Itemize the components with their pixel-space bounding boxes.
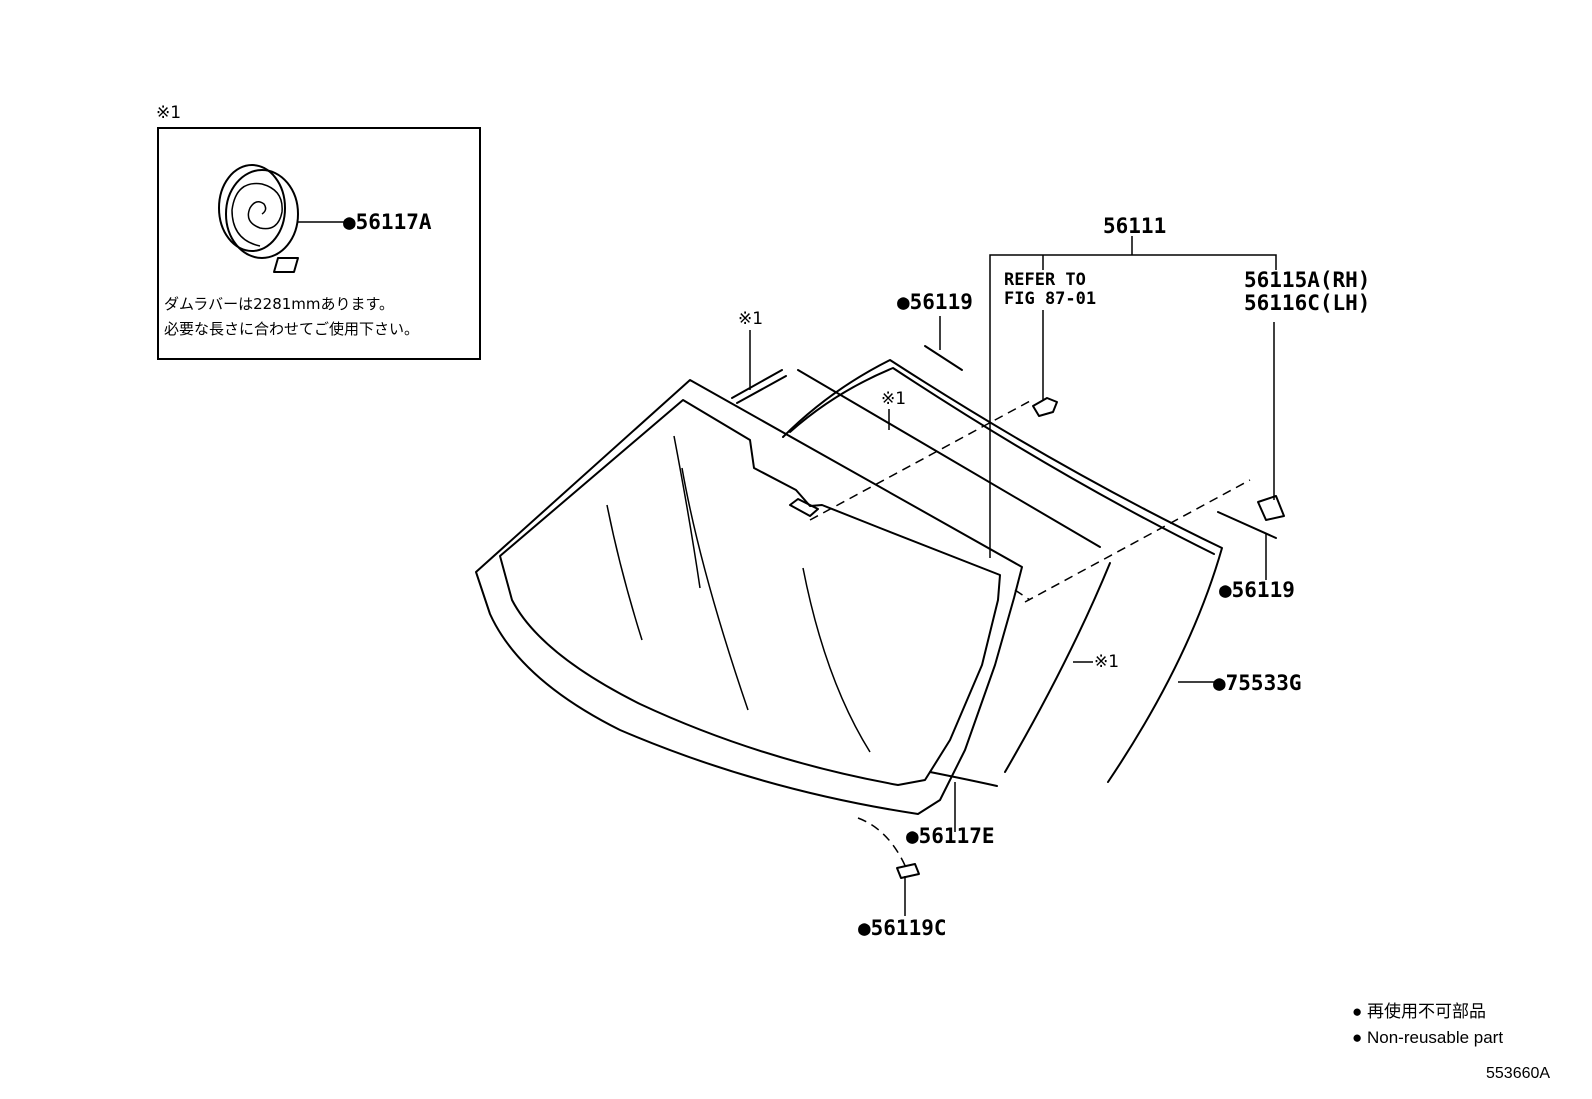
legend: ● 再使用不可部品 ● Non-reusable part	[1352, 1001, 1503, 1047]
bracket-bottom-icon	[896, 863, 920, 879]
inset-box: ※1 ●56117A ダムラバーは2281mmあります。 必要な長さに合わせてご…	[156, 103, 481, 360]
bracket-right-icon	[1257, 495, 1285, 521]
label-refer-to: REFER TO	[1004, 270, 1086, 290]
bracket-center-icon	[1032, 397, 1058, 417]
legend-jp: ● 再使用不可部品	[1352, 1001, 1486, 1021]
label-56115A: 56115A(RH)	[1244, 268, 1370, 292]
label-56117A: ●56117A	[343, 210, 432, 234]
mark-ref-b: ※1	[881, 389, 906, 409]
inset-ref-mark: ※1	[156, 103, 181, 123]
label-56119-top: ●56119	[897, 290, 973, 314]
label-75533G: ●75533G	[1213, 671, 1302, 695]
label-56117E: ●56117E	[906, 824, 995, 848]
inset-note-line1: ダムラバーは2281mmあります。	[164, 295, 394, 313]
dashed-guides	[809, 399, 1251, 871]
brackets	[896, 397, 1285, 879]
part-labels: 56111 REFER TO FIG 87-01 56115A(RH) 5611…	[738, 214, 1370, 940]
molding-strips	[731, 345, 1277, 787]
inset-note-line2: 必要な長さに合わせてご使用下さい。	[164, 320, 419, 338]
mark-ref-a: ※1	[738, 309, 763, 329]
windshield-glass	[475, 379, 1023, 815]
label-fig-87-01: FIG 87-01	[1004, 289, 1096, 309]
label-56116C: 56116C(LH)	[1244, 291, 1370, 315]
label-56119C: ●56119C	[858, 916, 947, 940]
label-56111: 56111	[1103, 214, 1166, 238]
leader-lines	[749, 236, 1277, 916]
dam-rubber-coil-icon	[218, 164, 344, 273]
drawing-code: 553660A	[1486, 1065, 1550, 1082]
legend-en: ● Non-reusable part	[1352, 1028, 1503, 1047]
mark-ref-c: ※1	[1094, 652, 1119, 672]
label-56119-right: ●56119	[1219, 578, 1295, 602]
